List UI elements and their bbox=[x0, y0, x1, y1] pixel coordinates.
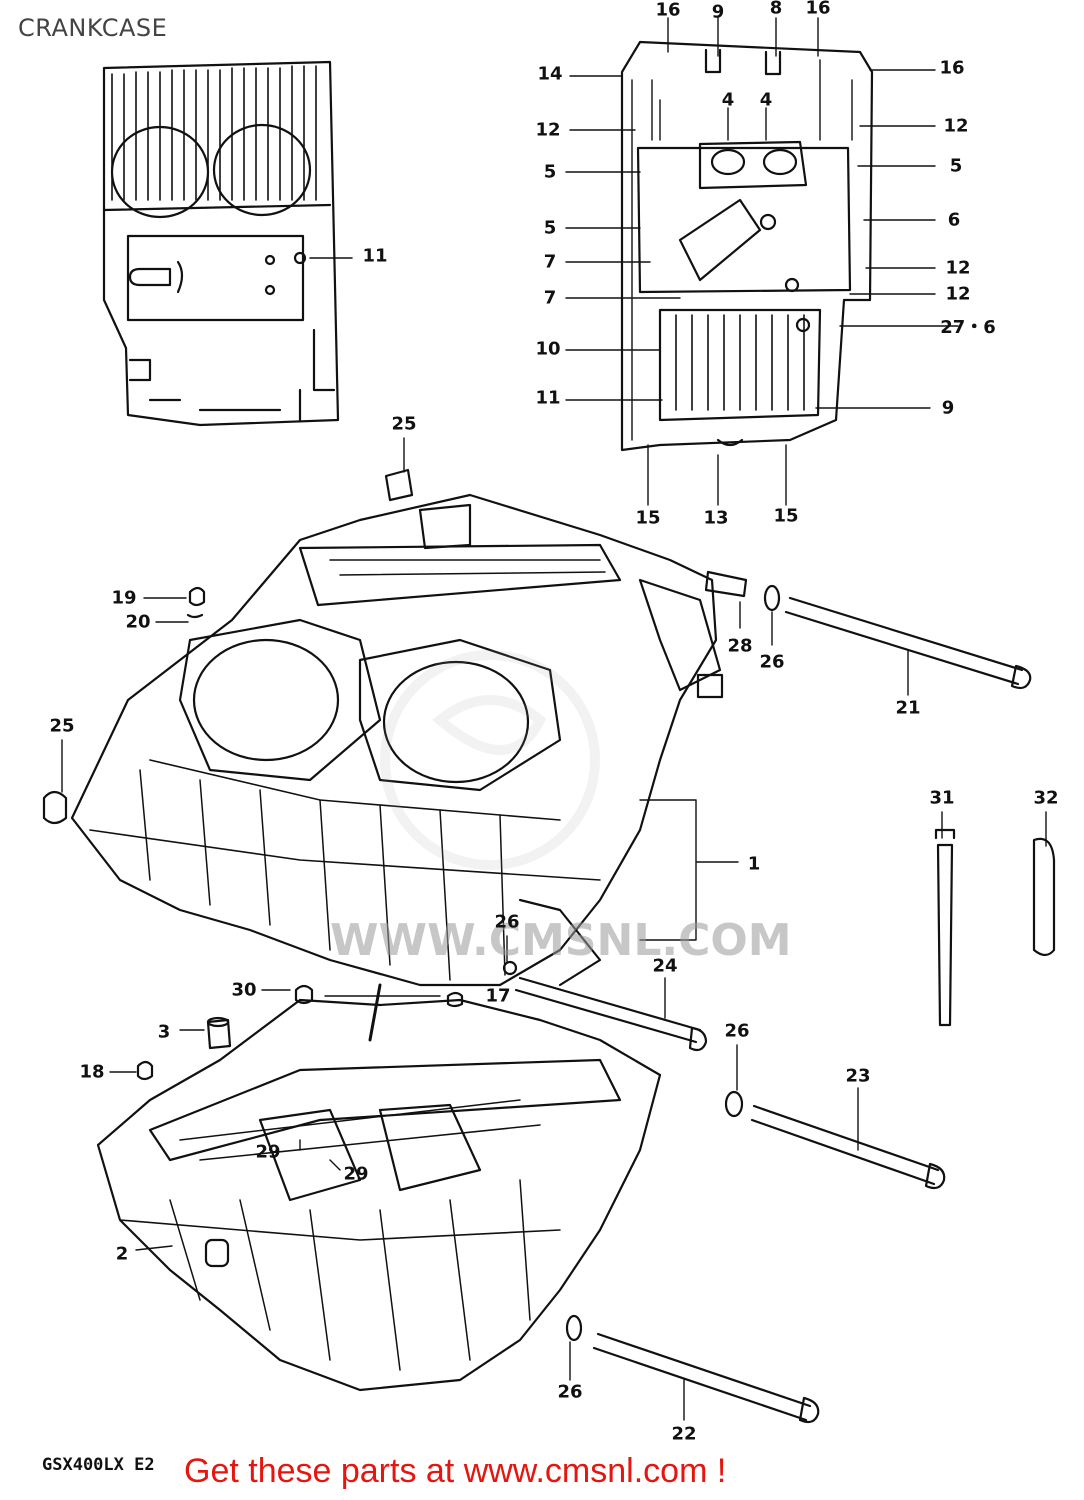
callout-15: 15 bbox=[635, 507, 661, 529]
callout-25: 25 bbox=[391, 413, 417, 435]
callout-8: 8 bbox=[769, 0, 783, 19]
callout-3: 3 bbox=[157, 1021, 171, 1043]
callout-28: 28 bbox=[727, 635, 753, 657]
callout-9: 9 bbox=[941, 397, 955, 419]
callout-7: 7 bbox=[543, 287, 557, 309]
callout-22: 22 bbox=[671, 1423, 697, 1445]
callout-32: 32 bbox=[1033, 787, 1059, 809]
callout-17: 17 bbox=[485, 985, 511, 1007]
callout-12: 12 bbox=[535, 119, 561, 141]
callout-18: 18 bbox=[79, 1061, 105, 1083]
callout-23: 23 bbox=[845, 1065, 871, 1087]
callout-26: 26 bbox=[759, 651, 785, 673]
callout-31: 31 bbox=[929, 787, 955, 809]
callout-25: 25 bbox=[49, 715, 75, 737]
diagram-title: CRANKCASE bbox=[18, 14, 168, 42]
callout-29: 29 bbox=[255, 1141, 281, 1163]
callout-12: 12 bbox=[945, 283, 971, 305]
callout-26: 26 bbox=[494, 911, 520, 933]
callout-7: 7 bbox=[543, 251, 557, 273]
lower-crankcase-isometric bbox=[96, 983, 662, 1392]
upper-crankcase-isometric bbox=[70, 493, 724, 987]
callout-29: 29 bbox=[343, 1163, 369, 1185]
callout-16: 16 bbox=[939, 57, 965, 79]
callout-26: 26 bbox=[724, 1020, 750, 1042]
callout-20: 20 bbox=[125, 611, 151, 633]
callout-24: 24 bbox=[652, 955, 678, 977]
leader-lines bbox=[61, 17, 1047, 1421]
callout-12: 12 bbox=[945, 257, 971, 279]
callout-2: 2 bbox=[115, 1243, 129, 1265]
callout-4: 4 bbox=[759, 89, 773, 111]
lower-case-bottom-view bbox=[620, 40, 874, 452]
callout-15: 15 bbox=[773, 505, 799, 527]
callout-10: 10 bbox=[535, 338, 561, 360]
callout-26: 26 bbox=[557, 1381, 583, 1403]
small-parts bbox=[42, 468, 1056, 1424]
callout-5: 5 bbox=[543, 161, 557, 183]
callout-21: 21 bbox=[895, 697, 921, 719]
callout-6: 6 bbox=[947, 209, 961, 231]
callout-19: 19 bbox=[111, 587, 137, 609]
callout-16: 16 bbox=[655, 0, 681, 21]
callout-13: 13 bbox=[703, 507, 729, 529]
callout-14: 14 bbox=[537, 63, 563, 85]
callout-11: 11 bbox=[535, 387, 561, 409]
callout-27-6: 27・6 bbox=[940, 317, 996, 338]
callout-16: 16 bbox=[805, 0, 831, 19]
promo-link[interactable]: Get these parts at www.cmsnl.com ! bbox=[184, 1452, 727, 1490]
callout-5: 5 bbox=[949, 155, 963, 177]
callout-11: 11 bbox=[362, 245, 388, 267]
callout-30: 30 bbox=[231, 979, 257, 1001]
callout-1: 1 bbox=[747, 853, 761, 875]
callout-12: 12 bbox=[943, 115, 969, 137]
upper-case-top-view bbox=[102, 60, 353, 427]
callout-9: 9 bbox=[711, 1, 725, 23]
callout-5: 5 bbox=[543, 217, 557, 239]
model-code: GSX400LX E2 bbox=[42, 1455, 155, 1475]
callout-4: 4 bbox=[721, 89, 735, 111]
